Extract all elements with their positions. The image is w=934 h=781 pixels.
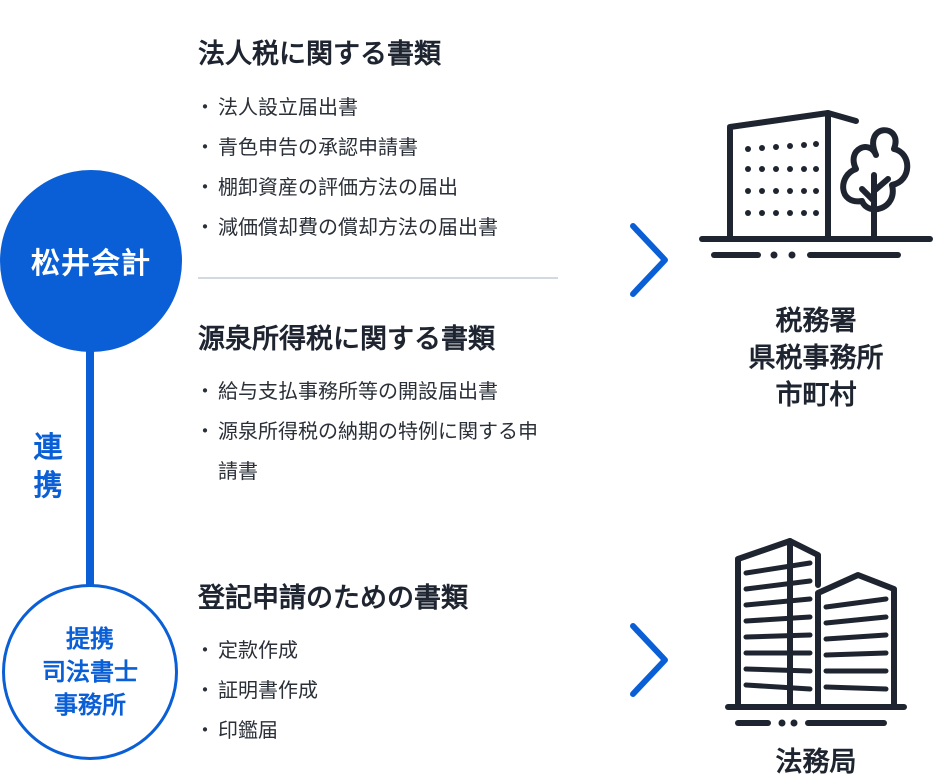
section-divider bbox=[198, 277, 558, 279]
withholding-tax-doc-list: 給与支払事務所等の開設届出書 源泉所得税の納期の特例に関する申請書 bbox=[195, 371, 554, 491]
list-item: 減価償却費の償却方法の届出書 bbox=[195, 207, 578, 247]
connector-label: 連 携 bbox=[28, 428, 68, 504]
chevron-right-icon bbox=[630, 223, 668, 297]
list-item: 給与支払事務所等の開設届出書 bbox=[195, 371, 554, 411]
partner-label-line: 事務所 bbox=[54, 690, 126, 719]
section-title-withholding-tax: 源泉所得税に関する書類 bbox=[198, 324, 495, 355]
destination-line: 法務局 bbox=[775, 747, 857, 778]
partner-scrivener-circle: 提携 司法書士 事務所 bbox=[2, 584, 178, 760]
connector-label-char: 連 bbox=[33, 430, 63, 464]
high-rise-buildings-icon bbox=[725, 538, 907, 727]
list-item: 証明書作成 bbox=[195, 670, 578, 710]
list-item: 定款作成 bbox=[195, 630, 578, 670]
connector-line bbox=[86, 346, 94, 586]
destination-tax-offices: 税務署 県税事務所 市町村 bbox=[718, 303, 914, 414]
destination-line: 税務署 bbox=[775, 306, 857, 337]
list-item: 印鑑届 bbox=[195, 710, 578, 750]
list-item: 源泉所得税の納期の特例に関する申請書 bbox=[195, 411, 554, 491]
partner-label-line: 司法書士 bbox=[42, 657, 138, 686]
list-item: 青色申告の承認申請書 bbox=[195, 127, 578, 167]
section-title-corporate-tax: 法人税に関する書類 bbox=[198, 39, 441, 70]
corporate-tax-doc-list: 法人設立届出書 青色申告の承認申請書 棚卸資産の評価方法の届出 減価償却費の償却… bbox=[195, 87, 578, 247]
destination-line: 県税事務所 bbox=[748, 343, 884, 374]
connector-label-char: 携 bbox=[33, 468, 63, 502]
section-title-registration: 登記申請のための書類 bbox=[198, 583, 468, 614]
partner-label-line: 提携 bbox=[66, 624, 114, 653]
list-item: 棚卸資産の評価方法の届出 bbox=[195, 167, 578, 207]
matsui-accounting-label: 松井会計 bbox=[30, 246, 151, 280]
destination-line: 市町村 bbox=[775, 380, 857, 411]
list-item: 法人設立届出書 bbox=[195, 87, 578, 127]
registration-doc-list: 定款作成 証明書作成 印鑑届 bbox=[195, 630, 578, 750]
destination-legal-affairs-bureau: 法務局 bbox=[718, 744, 914, 781]
chevron-right-icon bbox=[630, 623, 668, 697]
matsui-accounting-circle: 松井会計 bbox=[0, 170, 182, 352]
office-building-with-tree-icon bbox=[699, 110, 933, 259]
